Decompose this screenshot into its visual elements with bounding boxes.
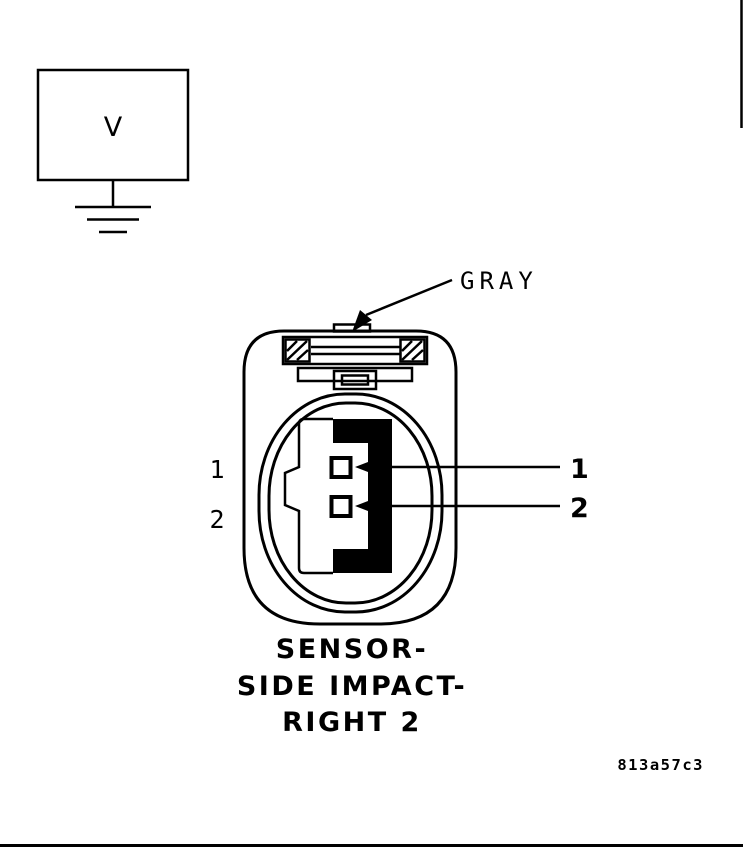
- pin-arrow-2-head: [355, 496, 381, 516]
- seal-ring-inner: [267, 401, 434, 605]
- gray-leader-line: [365, 278, 453, 317]
- connector-name-line-2: SIDE IMPACT-: [237, 671, 467, 702]
- connector-name-line-1: SENSOR-: [276, 634, 428, 665]
- pin-callout-1: 1: [355, 454, 589, 485]
- connector-body: [242, 329, 458, 626]
- pin-label-1: 1: [570, 454, 589, 485]
- cavity-outline: [283, 417, 333, 575]
- latch-band: [281, 335, 429, 366]
- latch-hatch-left: [284, 338, 311, 363]
- hatch-line: [401, 340, 413, 352]
- gray-arrow-icon: [352, 310, 372, 332]
- terminal-1-square: [329, 456, 353, 479]
- terminal-bracket: [333, 419, 392, 573]
- terminal-2-square: [329, 495, 353, 518]
- latch-strip: [296, 366, 414, 383]
- ground-icon: [75, 180, 151, 234]
- latch-hatch-right-lines: [401, 340, 424, 361]
- seal-ring-outer: [257, 392, 444, 614]
- pin-label-2: 2: [570, 493, 589, 524]
- figure-code: 813a57c3: [617, 756, 704, 774]
- latch-clip-outer: [332, 369, 378, 391]
- hatch-line: [286, 340, 298, 352]
- connector-name-line-3: RIGHT 2: [282, 707, 422, 738]
- latch-hatch-right: [399, 338, 426, 363]
- voltmeter-symbol: V: [36, 68, 190, 182]
- hatch-line: [411, 349, 424, 361]
- connector-top-tab: [332, 323, 372, 333]
- cavity-label-2: 2: [209, 505, 224, 534]
- latch-clip-inner: [340, 374, 370, 386]
- voltmeter-label: V: [104, 112, 123, 143]
- gray-label: GRAY: [460, 267, 538, 295]
- pin-arrow-1-head: [355, 457, 381, 477]
- cavity-label-1: 1: [209, 455, 224, 484]
- connector-latch: [281, 335, 429, 391]
- hatch-line: [401, 340, 423, 361]
- pin-callout-2: 2: [355, 493, 589, 524]
- hatch-line: [286, 340, 308, 361]
- color-callout: GRAY: [352, 267, 538, 332]
- latch-hatch-left-lines: [286, 340, 309, 361]
- hatch-line: [296, 349, 309, 361]
- connector-name: SENSOR- SIDE IMPACT- RIGHT 2: [237, 634, 467, 738]
